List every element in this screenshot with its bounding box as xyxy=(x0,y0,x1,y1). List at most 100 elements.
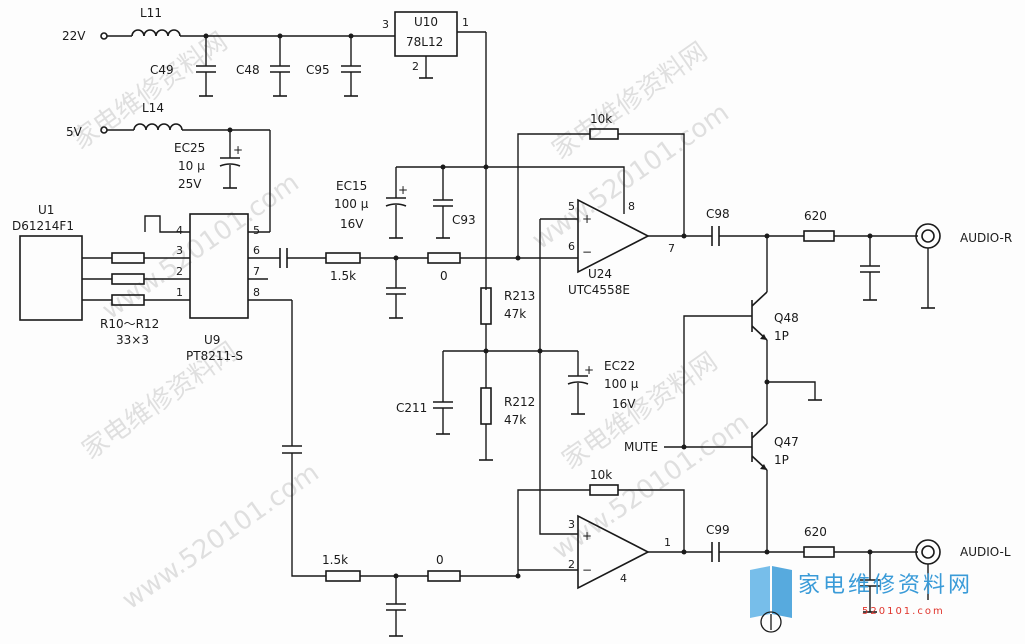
r10-r12-value: 33×3 xyxy=(116,333,149,347)
u24-pin: 5 xyxy=(568,200,575,213)
u9-pin: 2 xyxy=(176,265,183,278)
u10-part: 78L12 xyxy=(406,35,443,49)
ec15-plus: + xyxy=(398,183,408,197)
terminal-22v xyxy=(100,32,108,40)
left-channel-section: 1.5k 0 + − 3 2 4 1 10k C99 620 xyxy=(282,300,1011,637)
ec25-name: EC25 xyxy=(174,141,205,155)
watermark-text: www.520101.com xyxy=(527,98,735,256)
site-logo: 家电维修资料网 520101.com xyxy=(750,566,973,633)
q47-type: 1P xyxy=(774,453,789,467)
resistor-1k5-bot xyxy=(325,570,361,582)
opamp-top-plus: + xyxy=(582,212,592,226)
resistor-620-top xyxy=(803,230,835,242)
audio-l-jack xyxy=(915,539,941,565)
resistor-620-bot xyxy=(803,546,835,558)
right-channel-section: 1.5k 0 + EC15 100 μ 16V C93 + − 5 xyxy=(279,112,1012,358)
c49-label: C49 xyxy=(150,63,174,77)
watermark-layer: www.520101.com www.520101.com www.520101… xyxy=(67,27,755,616)
u24-pin: 2 xyxy=(568,558,575,571)
input-5v-label: 5V xyxy=(66,125,83,139)
r620-top-label: 620 xyxy=(804,209,827,223)
mute-section: Q48 1P Q47 1P MUTE xyxy=(624,236,822,552)
c48-label: C48 xyxy=(236,63,260,77)
ec25-volt: 25V xyxy=(178,177,202,191)
ec15-volt: 16V xyxy=(340,217,364,231)
r-1k5-top-label: 1.5k xyxy=(330,269,356,283)
u24-pin: 8 xyxy=(628,200,635,213)
c99-label: C99 xyxy=(706,523,730,537)
opamp-bot-plus: + xyxy=(582,529,592,543)
c93-label: C93 xyxy=(452,213,476,227)
inductor-l14 xyxy=(133,123,183,131)
u1-part: D61214F1 xyxy=(12,219,74,233)
ec15-cap: 100 μ xyxy=(334,197,369,211)
dac-section: U1 D61214F1 R10～R12 33×3 U9 PT8211-S 4 3… xyxy=(12,203,292,363)
mute-label: MUTE xyxy=(624,440,658,454)
u24-pin: 4 xyxy=(620,572,627,585)
resistor-r10 xyxy=(111,252,145,264)
ec22-name: EC22 xyxy=(604,359,635,373)
resistor-0-top xyxy=(427,252,461,264)
ec25-plus: + xyxy=(233,143,243,157)
u1-name: U1 xyxy=(38,203,54,217)
resistor-0-bot xyxy=(427,570,461,582)
ec15-name: EC15 xyxy=(336,179,367,193)
u24-pin: 3 xyxy=(568,518,575,531)
audio-r-label: AUDIO-R xyxy=(960,231,1012,245)
book-icon xyxy=(750,566,770,618)
r-fb-top-label: 10k xyxy=(590,112,612,126)
ec22-cap: 100 μ xyxy=(604,377,639,391)
opamp-bot-minus: − xyxy=(582,563,592,577)
u9-pin: 8 xyxy=(253,286,260,299)
opamp-top-minus: − xyxy=(582,245,592,259)
r10-r12-label: R10～R12 xyxy=(100,317,159,331)
c211-label: C211 xyxy=(396,401,427,415)
inductor-l11 xyxy=(131,29,181,37)
r620-bot-label: 620 xyxy=(804,525,827,539)
resistor-r213 xyxy=(480,287,492,325)
q48-name: Q48 xyxy=(774,311,799,325)
chip-u9 xyxy=(189,213,249,319)
u10-name: U10 xyxy=(414,15,438,29)
logo-text: 家电维修资料网 xyxy=(798,573,973,598)
u24-pin: 6 xyxy=(568,240,575,253)
opamp-u24-top xyxy=(577,198,650,274)
r-0-bot-label: 0 xyxy=(436,553,444,567)
u9-pin: 5 xyxy=(253,224,260,237)
u9-pin: 6 xyxy=(253,244,260,257)
r213-name: R213 xyxy=(504,289,535,303)
c95-label: C95 xyxy=(306,63,330,77)
r-0-top-label: 0 xyxy=(440,269,448,283)
u10-pin: 3 xyxy=(382,18,389,31)
watermark-cn-text: 家电维修资料网 xyxy=(67,27,233,156)
chip-u1 xyxy=(19,235,83,321)
supply-22v-section: 22V L11 C49 C48 C95 U10 78L12 3 1 xyxy=(62,6,487,290)
u9-pin: 1 xyxy=(176,286,183,299)
u24-pin: 1 xyxy=(664,536,671,549)
ec25-cap: 10 μ xyxy=(178,159,205,173)
logo-url: 520101.com xyxy=(862,606,945,617)
r-fb-bot-label: 10k xyxy=(590,468,612,482)
q48-type: 1P xyxy=(774,329,789,343)
audio-l-label: AUDIO-L xyxy=(960,545,1011,559)
l14-label: L14 xyxy=(142,101,164,115)
u9-pin: 3 xyxy=(176,244,183,257)
resistor-1k5-top xyxy=(325,252,361,264)
resistor-r212 xyxy=(480,387,492,425)
supply-5v-section: 5V L14 + EC25 10 μ 25V xyxy=(66,101,271,233)
u9-pin: 7 xyxy=(253,265,260,278)
u9-name: U9 xyxy=(204,333,220,347)
opamp-u24-bot xyxy=(577,514,650,590)
audio-r-jack xyxy=(915,223,941,249)
watermark-text: www.520101.com xyxy=(97,168,305,326)
q47-name: Q47 xyxy=(774,435,799,449)
ec22-volt: 16V xyxy=(612,397,636,411)
r212-val: 47k xyxy=(504,413,526,427)
r212-name: R212 xyxy=(504,395,535,409)
r-1k5-bot-label: 1.5k xyxy=(322,553,348,567)
u10-pin: 2 xyxy=(412,60,419,73)
watermark-text: www.520101.com xyxy=(117,458,325,616)
u24-part: UTC4558E xyxy=(568,283,630,297)
u24-pin: 7 xyxy=(668,242,675,255)
u10-pin: 1 xyxy=(462,16,469,29)
